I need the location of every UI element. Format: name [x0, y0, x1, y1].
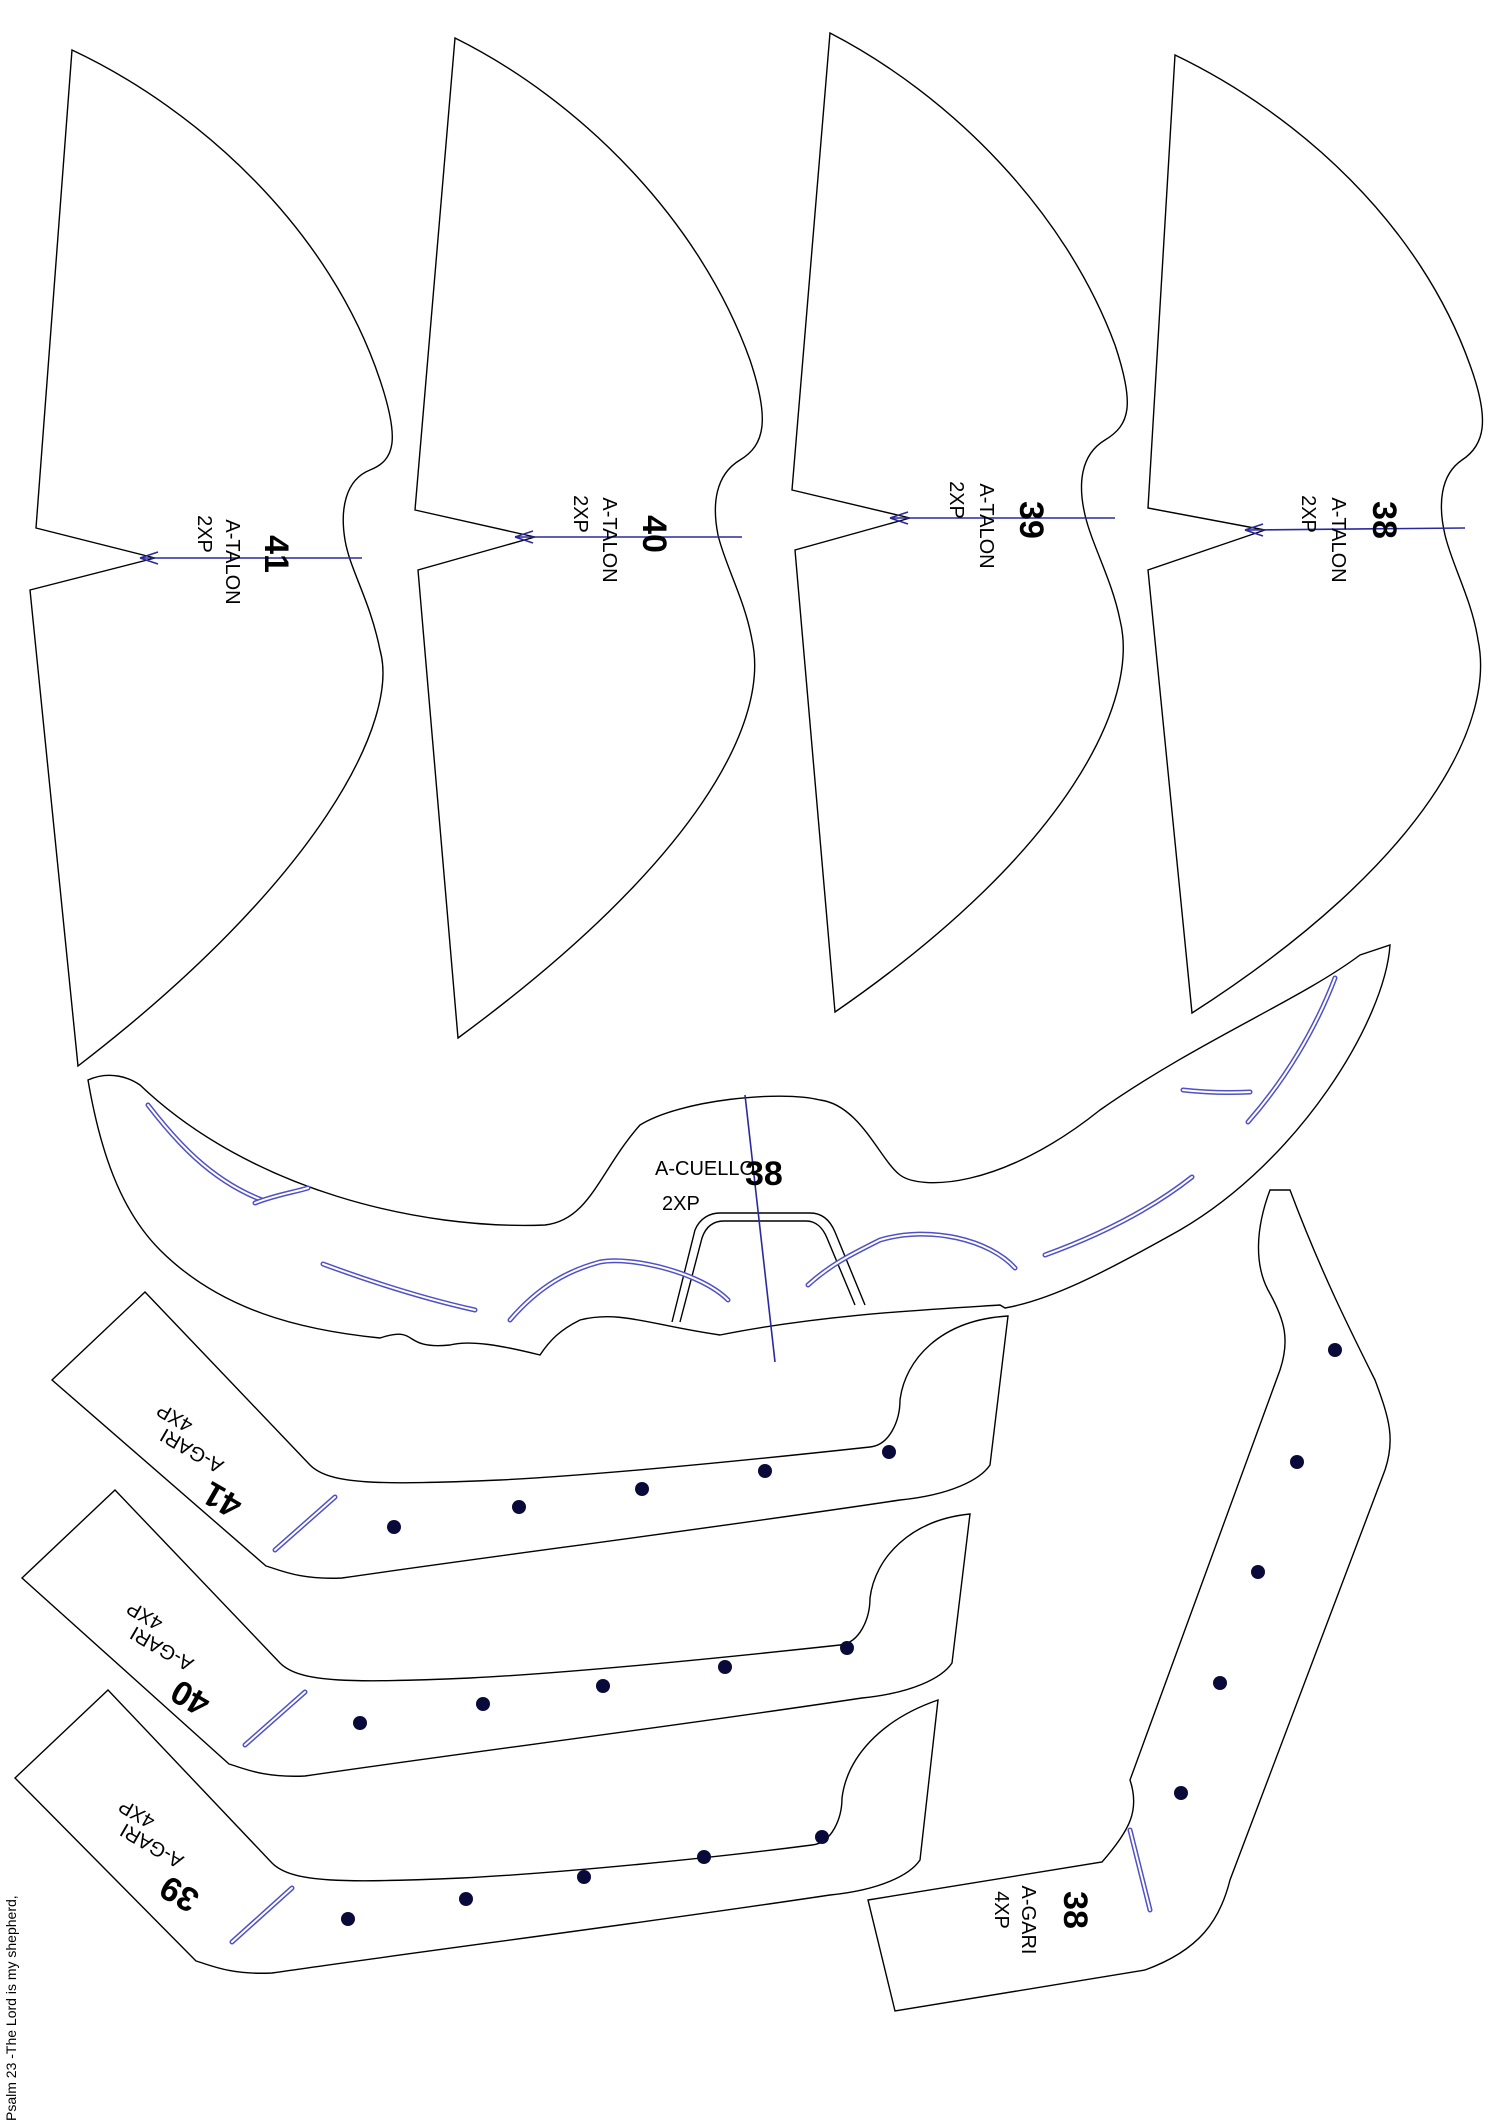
talon-41-name: A-TALON [221, 519, 243, 604]
gari-40-hole [353, 1716, 367, 1730]
talon-40-size: 40 [635, 515, 673, 553]
gari-38-qty: 4XP [990, 1891, 1012, 1929]
gari-41-name: A-GARI [157, 1423, 228, 1477]
cuello-38-tab-inner [679, 1220, 856, 1323]
gari-39-qty: 4XP [115, 1794, 159, 1832]
talon-41-qty: 2XP [193, 515, 215, 553]
gari-38-outline [867, 1189, 1391, 2012]
talon-41-outline [29, 48, 393, 1068]
cuello-38-slot [1245, 975, 1338, 1125]
talon-38-name: A-TALON [1327, 497, 1349, 582]
cuello-38-tab-outer [671, 1212, 866, 1323]
talon-38-grain-line [1244, 527, 1466, 531]
gari-41-hole [512, 1500, 526, 1514]
gari-piece-41: 41 A-GARI 4XP [50, 1291, 1009, 1579]
gari-38-name: A-GARI [1017, 1886, 1039, 1955]
gari-38-hole [1174, 1786, 1188, 1800]
cuello-38-qty: 2XP [662, 1193, 700, 1215]
gari-38-hole [1328, 1343, 1342, 1357]
footer-psalm: Psalm 23 -The Lord is my shepherd, [3, 1895, 19, 2121]
gari-41-outline [50, 1291, 1009, 1579]
talon-39-outline [791, 31, 1128, 1014]
gari-piece-38: 38 A-GARI 4XP [867, 1189, 1391, 2012]
talon-39-qty: 2XP [945, 481, 967, 519]
gari-41-hole [758, 1464, 772, 1478]
talon-piece-39: 39 A-TALON 2XP [791, 31, 1128, 1014]
gari-40-outline [20, 1489, 971, 1777]
cuello-38-outline [87, 944, 1391, 1356]
gari-piece-40: 40 A-GARI 4XP [20, 1489, 971, 1777]
talon-40-qty: 2XP [569, 495, 591, 533]
gari-40-hole [718, 1660, 732, 1674]
gari-40-name: A-GARI [127, 1621, 198, 1675]
cuello-38-size: 38 [745, 1155, 783, 1193]
talon-38-outline [1147, 53, 1484, 1015]
gari-41-hole [387, 1520, 401, 1534]
talon-piece-38: 38 A-TALON 2XP [1147, 53, 1484, 1015]
talon-40-outline [414, 36, 763, 1040]
talon-38-arrow [1244, 523, 1264, 537]
cuello-38-slot [320, 1261, 478, 1313]
gari-39-hole [577, 1870, 591, 1884]
talon-38-qty: 2XP [1297, 495, 1319, 533]
gari-38-hole [1213, 1676, 1227, 1690]
gari-41-hole [635, 1482, 649, 1496]
gari-38-hole [1290, 1455, 1304, 1469]
gari-40-hole [476, 1697, 490, 1711]
gari-40-hole [596, 1679, 610, 1693]
gari-39-hole [815, 1830, 829, 1844]
gari-41-size: 41 [197, 1474, 249, 1526]
talon-38-size: 38 [1365, 501, 1403, 539]
talon-40-arrow [514, 530, 534, 544]
gari-39-outline [13, 1689, 939, 1974]
gari-39-hole [341, 1912, 355, 1926]
talon-39-arrow [889, 511, 909, 525]
cuello-38-slot [145, 1102, 265, 1203]
gari-40-qty: 4XP [123, 1596, 167, 1634]
gari-39-hole [459, 1892, 473, 1906]
gari-40-size: 40 [165, 1672, 217, 1724]
talon-39-size: 39 [1012, 501, 1050, 539]
gari-39-size: 39 [154, 1868, 206, 1920]
gari-41-qty: 4XP [153, 1398, 197, 1436]
talon-40-name: A-TALON [598, 497, 620, 582]
talon-41-size: 41 [257, 535, 295, 573]
cuello-38-vertical-guide [744, 1094, 776, 1363]
talon-41-arrow [139, 551, 159, 565]
gari-38-hole [1251, 1565, 1265, 1579]
gari-piece-39: 39 A-GARI 4XP [13, 1689, 939, 1974]
gari-38-size: 38 [1056, 1891, 1094, 1929]
talon-piece-41: 41 A-TALON 2XP [29, 48, 393, 1068]
gari-39-hole [697, 1850, 711, 1864]
gari-41-hole [882, 1445, 896, 1459]
talon-piece-40: 40 A-TALON 2XP [414, 36, 763, 1040]
talon-39-name: A-TALON [975, 483, 997, 568]
cuello-38-name: A-CUELLO [655, 1158, 755, 1180]
cuello-38-slot [1042, 1174, 1195, 1258]
gari-40-hole [840, 1641, 854, 1655]
cuello-piece-38: A-CUELLO 38 2XP [87, 944, 1391, 1363]
